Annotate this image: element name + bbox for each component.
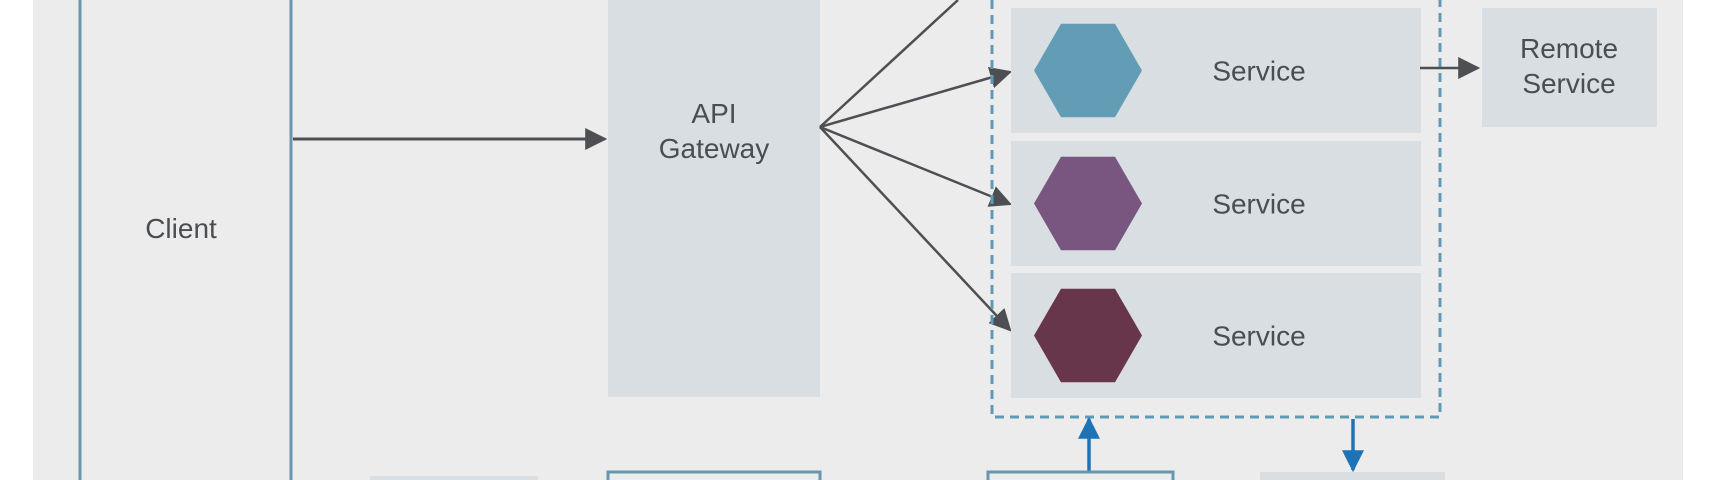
remote-service-label-line2: Service: [1522, 68, 1615, 99]
diagram-background: [33, 0, 1683, 480]
service-row-2: Service: [1011, 141, 1421, 266]
api-gateway-label-line2: Gateway: [659, 133, 770, 164]
service-label: Service: [1212, 189, 1305, 220]
remote-service-label-line1: Remote: [1520, 33, 1618, 64]
bottom-box-2: [606, 470, 822, 480]
gateway-to-service-1-arrow: [819, 66, 1013, 129]
client-label: Client: [145, 213, 217, 244]
api-gateway-box: [608, 0, 820, 397]
service-label: Service: [1212, 321, 1305, 352]
service-row-3: Service: [1011, 273, 1421, 398]
service-group-boundary: [990, 0, 1442, 419]
gateway-to-offscreen-arrow: [819, 0, 959, 128]
bottom-box-1: [370, 476, 538, 480]
service-row-1: Service: [1011, 8, 1421, 133]
remote-service-box: [1482, 8, 1657, 127]
service-hexagon-icon: [1034, 288, 1142, 383]
gateway-to-service-3-arrow: [819, 126, 1012, 332]
service-hexagon-icon: [1034, 23, 1142, 118]
service-hexagon-icon: [1034, 156, 1142, 251]
gateway-to-service-2-arrow: [819, 125, 1013, 207]
client-box: [78, 0, 293, 480]
api-gateway-label-line1: API: [691, 98, 736, 129]
bottom-box-3: [986, 470, 1175, 480]
service-label: Service: [1212, 56, 1305, 87]
bottom-box-4: [1260, 472, 1445, 480]
